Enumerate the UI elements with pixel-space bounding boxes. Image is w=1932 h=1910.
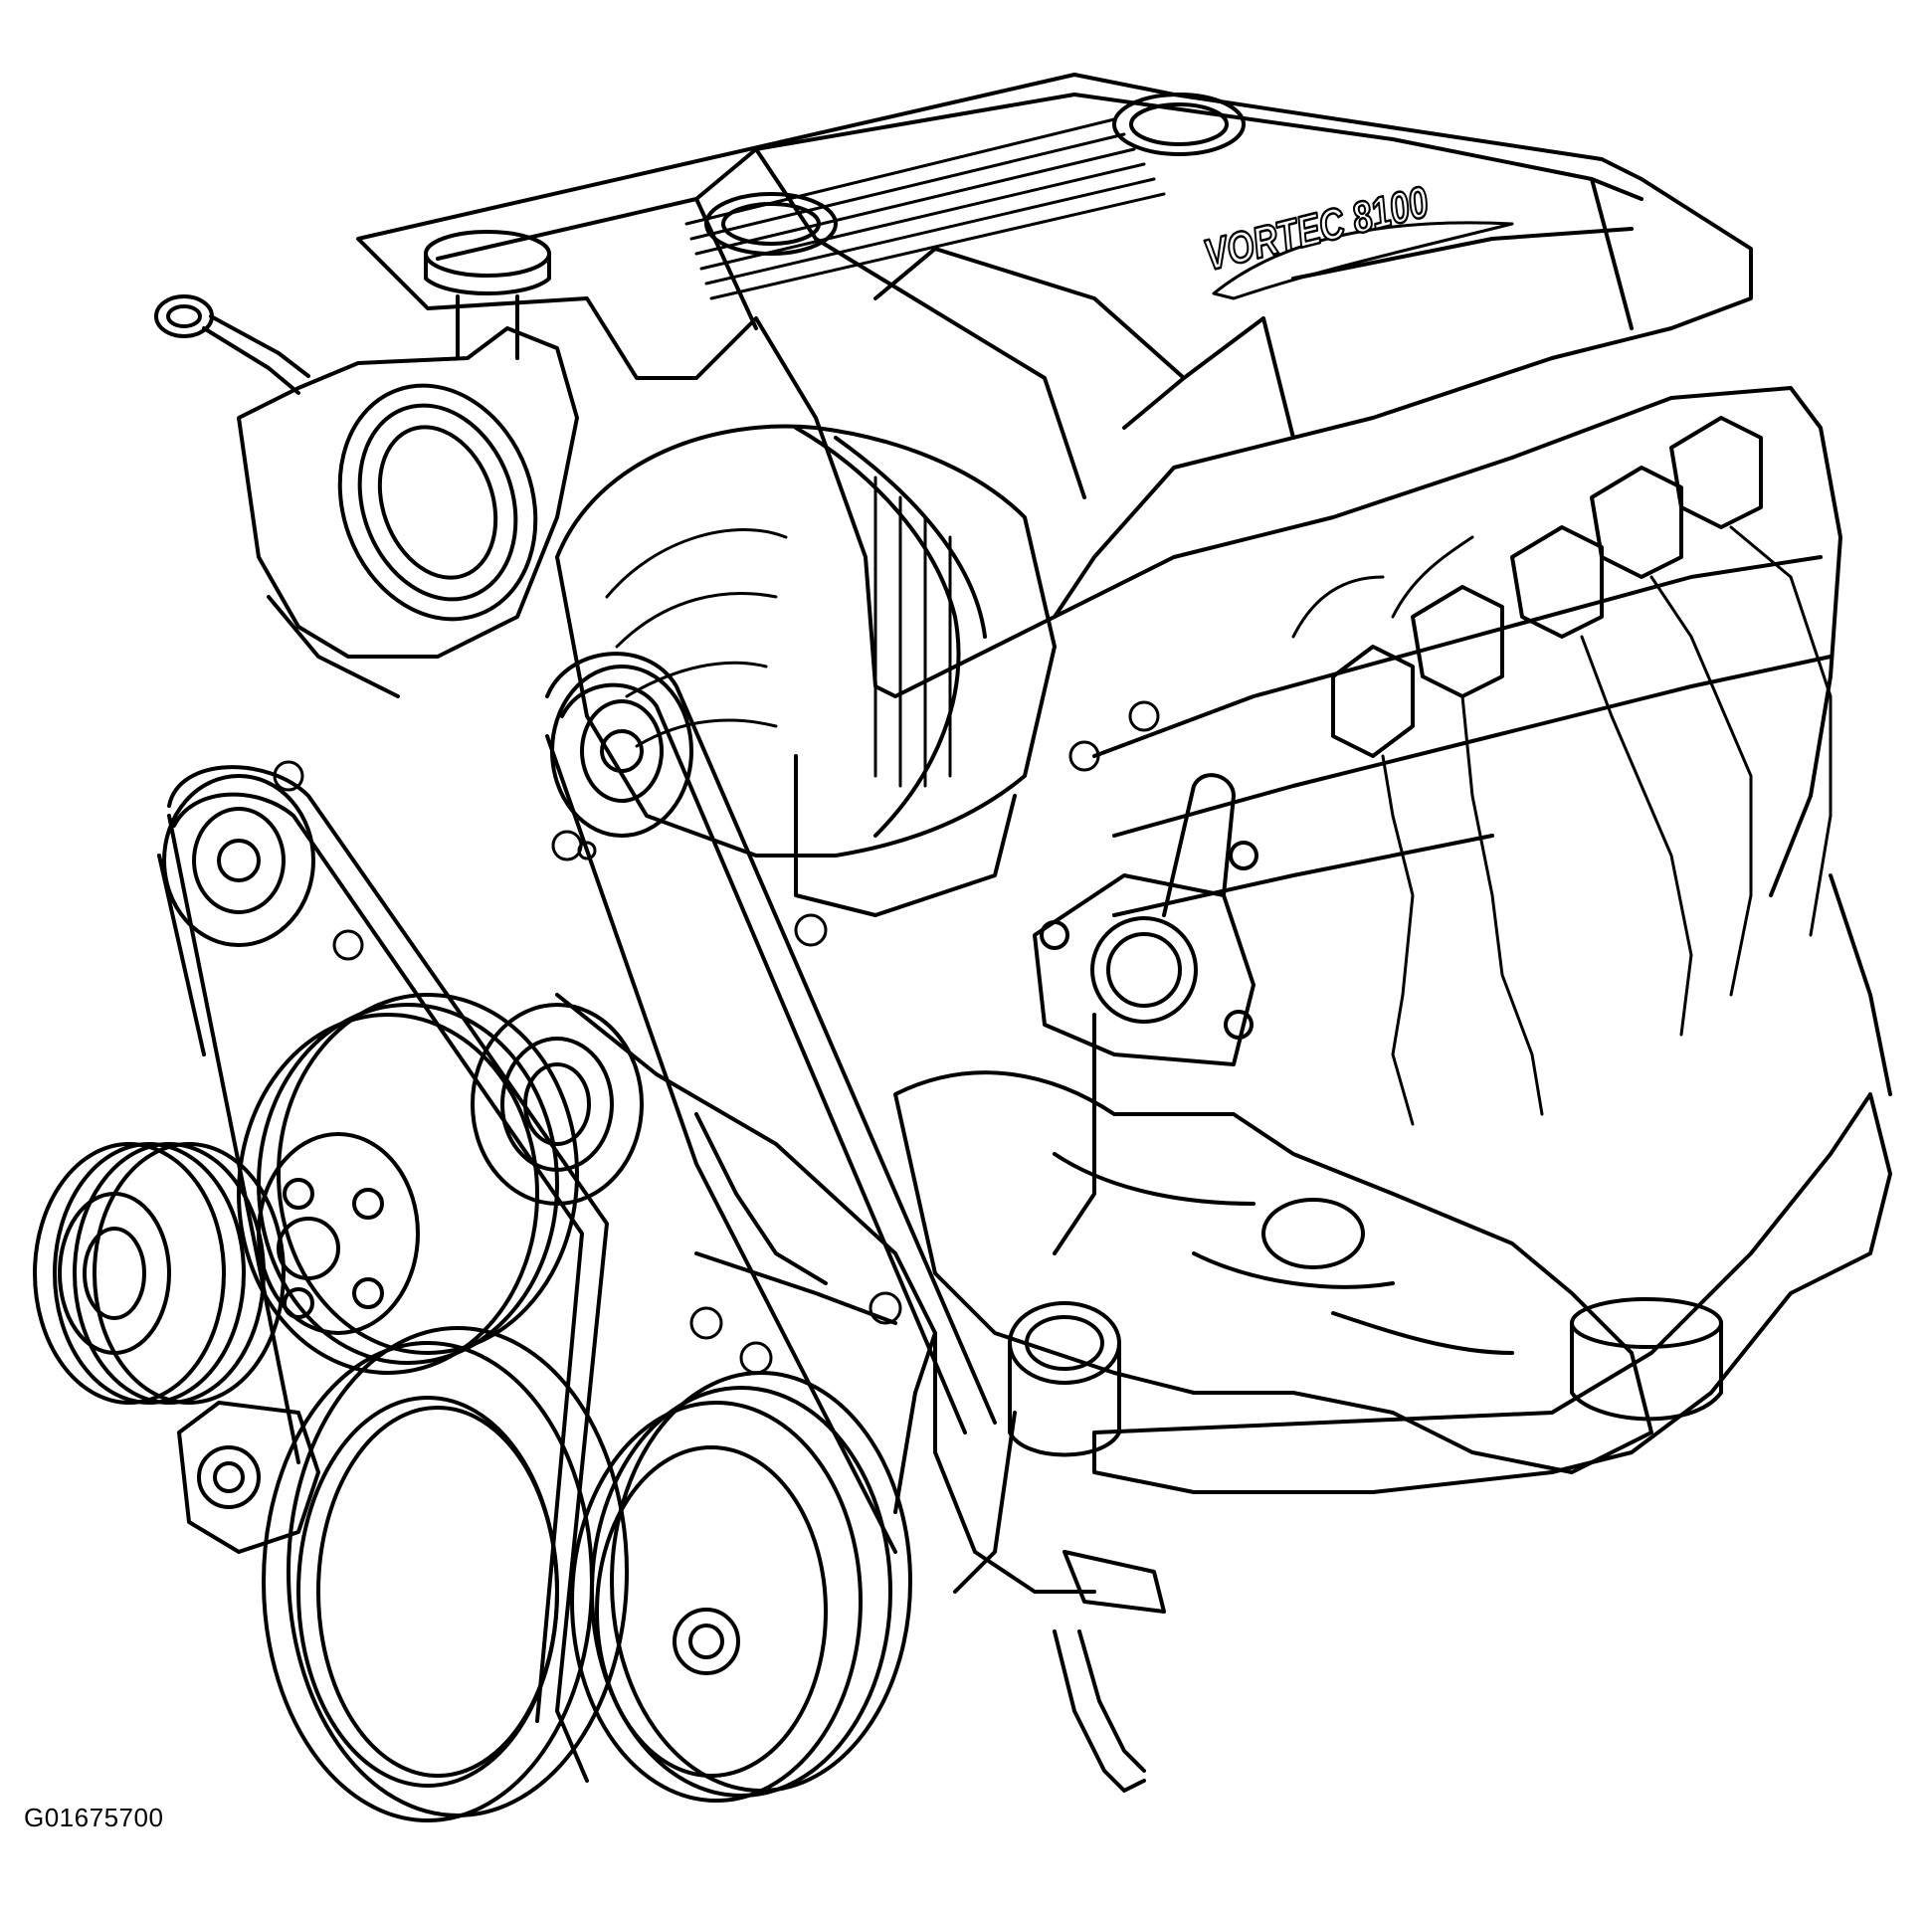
heater-hose-fitting <box>1053 1550 1166 1793</box>
left-idler-pulley <box>162 774 315 947</box>
figure-id: G01675700 <box>24 1803 164 1832</box>
power-steering-reservoir <box>1008 1301 1121 1457</box>
thermostat-housing <box>1033 773 1258 1066</box>
cover-oil-fill-opening-1-inner <box>721 202 821 246</box>
engine-block <box>933 873 1892 1594</box>
cover-oil-fill-opening-1 <box>704 192 838 256</box>
spark-plug-wires <box>1291 525 1833 1126</box>
power-steering-pulley <box>570 1371 912 1803</box>
belt-tensioner <box>177 1401 320 1554</box>
front-timing-cover <box>555 993 1017 1594</box>
throttle-body <box>237 326 579 698</box>
ac-compressor-pulley <box>33 1142 286 1405</box>
alternator <box>555 424 1057 917</box>
vortec-logo-text: VORTEC 8100 <box>1200 177 1434 280</box>
cover-oil-fill-opening-2 <box>1112 93 1246 156</box>
oil-pan <box>1092 1092 1892 1494</box>
vortec-logo: VORTEC 8100 <box>1198 176 1514 300</box>
front-bolts <box>273 700 1160 1375</box>
cover-oil-fill-opening-2-inner <box>1129 102 1229 146</box>
serpentine-belt <box>157 652 997 1783</box>
dipstick-handle <box>154 294 310 395</box>
cover-ribs <box>684 117 1166 300</box>
ignition-coils <box>1331 416 1763 758</box>
oil-filter <box>1570 1297 1723 1422</box>
oil-filler-cap <box>424 230 551 360</box>
cylinder-head <box>1053 386 1842 917</box>
exhaust-manifold <box>893 1070 1653 1474</box>
water-pump-pulley <box>237 993 579 1375</box>
